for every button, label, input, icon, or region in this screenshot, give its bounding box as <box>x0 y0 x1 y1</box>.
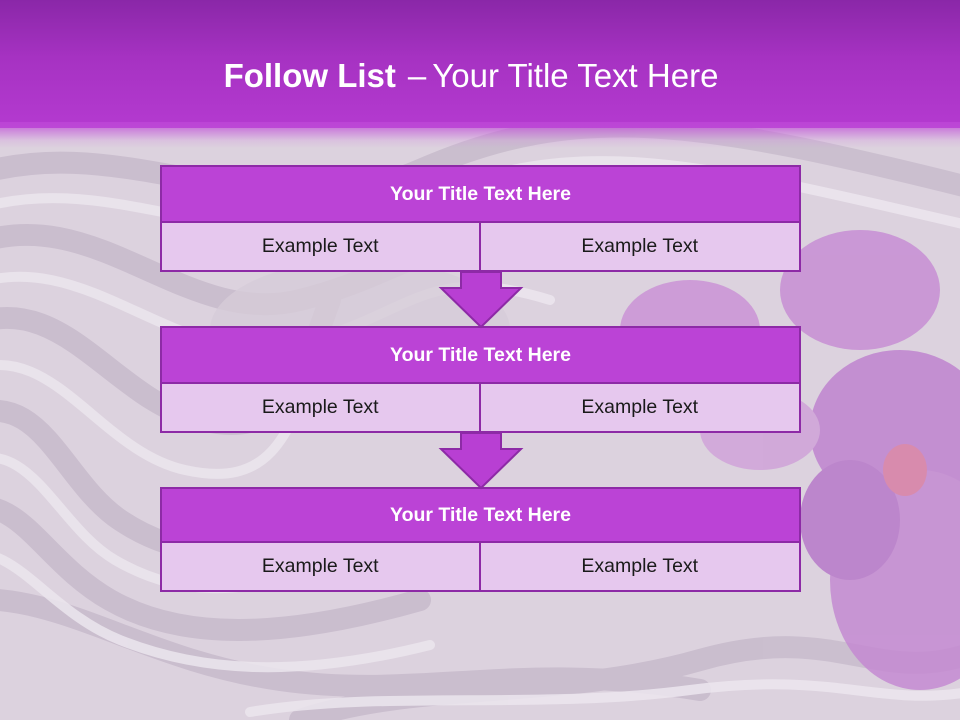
slide-title-dash: – <box>407 57 427 94</box>
step-block-3: Your Title Text Here Example Text Exampl… <box>160 487 801 592</box>
step-cell-right: Example Text <box>480 223 801 272</box>
slide-title-bold: Follow List <box>223 57 396 94</box>
step-block-1: Your Title Text Here Example Text Exampl… <box>160 165 801 272</box>
down-arrow-icon <box>438 432 524 490</box>
slide-title: Follow List–Your Title Text Here <box>0 55 942 97</box>
step-title: Your Title Text Here <box>160 487 801 543</box>
step-title: Your Title Text Here <box>160 165 801 223</box>
step-cell-right: Example Text <box>480 543 801 592</box>
step-cell-left: Example Text <box>160 543 481 592</box>
step-cell-left: Example Text <box>160 223 481 272</box>
step-row: Example Text Example Text <box>160 543 801 592</box>
step-title: Your Title Text Here <box>160 326 801 384</box>
title-bar-fade <box>0 122 960 148</box>
step-row: Example Text Example Text <box>160 384 801 433</box>
step-row: Example Text Example Text <box>160 223 801 272</box>
step-block-2: Your Title Text Here Example Text Exampl… <box>160 326 801 433</box>
title-bar <box>0 0 960 128</box>
step-cell-left: Example Text <box>160 384 481 433</box>
step-cell-right: Example Text <box>480 384 801 433</box>
down-arrow-icon <box>438 271 524 329</box>
slide-title-rest: Your Title Text Here <box>432 57 719 94</box>
